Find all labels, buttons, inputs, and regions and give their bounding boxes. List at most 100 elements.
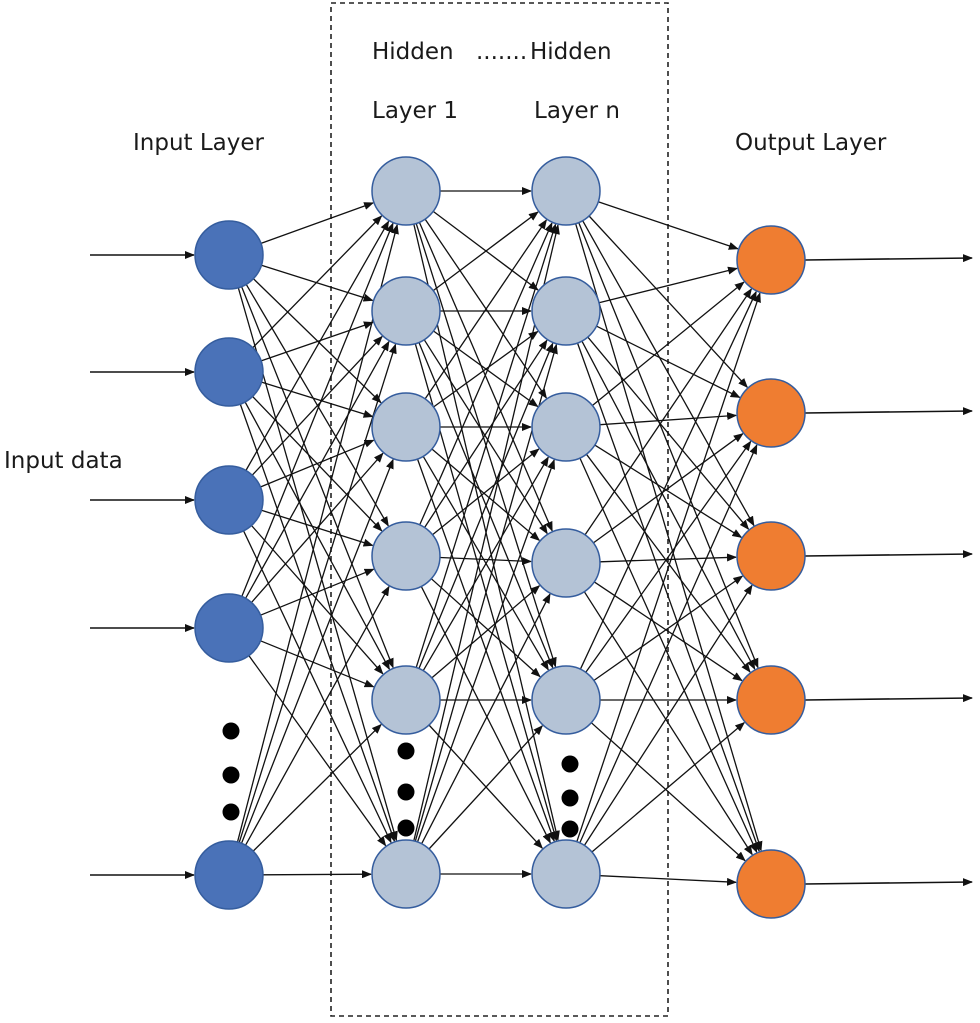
hidden-layer-n-node-6: [531, 839, 601, 909]
edge-hn-2-to-output-0: [591, 281, 745, 407]
edge-hn-1-to-output-2: [587, 336, 750, 530]
edge-hn-4-to-output-4: [590, 722, 746, 862]
output-arrow-3: [804, 694, 973, 703]
edge-input-0-to-h1-5: [237, 287, 398, 842]
input-node-4: [194, 593, 264, 663]
output-node-3: [736, 521, 806, 591]
edge-input-3-to-h1-0: [241, 222, 394, 597]
input-ellipsis-dot-1: [222, 722, 240, 740]
input-node-5: [194, 840, 264, 910]
input-node-1: [194, 220, 264, 290]
edge-input-4-to-h1-5: [262, 870, 372, 879]
hidden-n-ellipsis-dot-1: [561, 755, 579, 773]
edge-input-4-to-h1-2: [240, 458, 394, 844]
hidden-1-ellipsis-dot-1: [397, 742, 415, 760]
hidden-layer-1-node-1: [371, 156, 441, 226]
hidden-layer-1-subtitle: Layer 1: [372, 98, 459, 124]
edge-input-4-to-h1-0: [236, 223, 399, 843]
edge-input-4-to-h1-1: [238, 343, 397, 843]
edge-h1-1-to-hn-3: [423, 339, 548, 535]
edge-h1-2-to-hn-3: [431, 448, 541, 541]
hidden-1-ellipsis-dot-3: [397, 819, 415, 837]
edge-hn-3-to-output-0: [584, 288, 752, 536]
edge-hn-5-to-output-3: [591, 721, 746, 853]
hidden-layer-n-node-3: [531, 392, 601, 462]
edge-input-3-to-h1-5: [248, 655, 387, 847]
output-layer-title: Output Layer: [735, 130, 887, 156]
edge-input-0-to-h1-0: [260, 202, 375, 245]
edge-input-3-to-h1-1: [245, 340, 390, 599]
edge-h1-0-to-hn-3: [418, 221, 553, 532]
edge-hn-0-to-output-2: [582, 220, 755, 527]
output-node-4: [736, 665, 806, 735]
edge-input-3-to-h1-2: [251, 452, 384, 603]
edge-input-2-to-h1-4: [251, 525, 384, 675]
edge-input-4-to-h1-3: [244, 585, 390, 846]
network-nodes: [194, 156, 806, 919]
hidden-layer-1-node-4: [371, 521, 441, 591]
edge-hn-3-to-output-2: [599, 553, 737, 563]
edge-h1-5-to-hn-4: [428, 725, 543, 850]
edge-hn-1-to-output-1: [596, 325, 741, 398]
hidden-n-ellipsis-dot-3: [561, 820, 579, 838]
edge-input-2-to-h1-5: [242, 530, 392, 844]
hidden-layer-1-node-3: [371, 392, 441, 462]
edge-input-0-to-h1-2: [252, 278, 382, 404]
edge-hn-5-to-output-4: [599, 875, 737, 886]
edge-h1-3-to-hn-0: [419, 222, 553, 526]
edge-hn-5-to-output-0: [576, 292, 761, 843]
hidden-n-ellipsis-dot-2: [561, 789, 579, 807]
edge-h1-5-to-hn-3: [421, 593, 551, 845]
output-arrow-0: [804, 254, 973, 263]
hidden-layers-ellipsis: .......: [476, 39, 528, 65]
edge-input-1-to-h1-1: [260, 321, 374, 362]
input-layer-title: Input Layer: [133, 130, 264, 156]
edge-hn-2-to-output-3: [585, 453, 751, 673]
hidden-layer-1-node-2: [371, 276, 441, 346]
output-node-1: [736, 225, 806, 295]
edge-hn-1-to-output-0: [598, 266, 738, 304]
edge-hn-5-to-output-2: [583, 584, 753, 846]
edge-input-1-to-h1-5: [239, 403, 396, 842]
edge-h1-4-to-hn-2: [422, 456, 549, 672]
edge-input-2-to-h1-2: [260, 439, 375, 488]
edge-hn-4-to-output-1: [585, 440, 752, 673]
edge-h1-2-to-hn-0: [424, 219, 547, 400]
edge-hn-0-to-output-3: [578, 222, 759, 669]
edge-input-3-to-h1-3: [260, 568, 375, 616]
edge-h1-2-to-hn-1: [433, 330, 539, 408]
edge-hn-4-to-output-2: [593, 575, 744, 682]
edge-h1-4-to-hn-1: [418, 342, 554, 669]
input-ellipsis-dot-2: [222, 766, 240, 784]
io-arrows: [90, 251, 973, 887]
hidden-layer-n-node-5: [531, 665, 601, 735]
input-data-label: Input data: [4, 448, 123, 474]
output-node-5: [736, 849, 806, 919]
edge-input-1-to-h1-2: [261, 381, 374, 418]
hidden-layer-n-title: Hidden: [530, 39, 612, 65]
edge-h1-3-to-hn-2: [432, 448, 540, 536]
edge-input-3-to-h1-4: [260, 640, 375, 688]
edge-h1-1-to-hn-0: [432, 211, 539, 292]
hidden-layer-n-node-4: [531, 528, 601, 598]
hidden-layer-n-subtitle: Layer n: [534, 98, 621, 124]
edge-hn-3-to-output-3: [593, 581, 743, 682]
output-arrow-1: [804, 407, 973, 416]
edge-h1-3-to-hn-3: [439, 556, 532, 566]
input-node-3: [194, 465, 264, 535]
edge-hn-0-to-output-1: [588, 215, 748, 389]
edge-hn-5-to-output-1: [579, 444, 758, 844]
edge-h1-5-to-hn-2: [416, 459, 555, 843]
hidden-layer-1-title: Hidden: [372, 39, 454, 65]
edge-h1-4-to-hn-3: [431, 585, 541, 679]
edge-h1-3-to-hn-5: [420, 586, 551, 844]
edge-hn-3-to-output-1: [593, 433, 744, 544]
hidden-layer-1-node-5: [371, 665, 441, 735]
edge-hn-4-to-output-0: [579, 290, 757, 670]
edge-hn-2-to-output-4: [579, 457, 758, 854]
output-arrow-2: [804, 550, 973, 559]
output-arrow-4: [804, 878, 973, 887]
hidden-layer-n-node-2: [531, 276, 601, 346]
edge-hn-2-to-output-1: [599, 412, 738, 426]
edge-hn-1-to-output-4: [576, 342, 760, 852]
